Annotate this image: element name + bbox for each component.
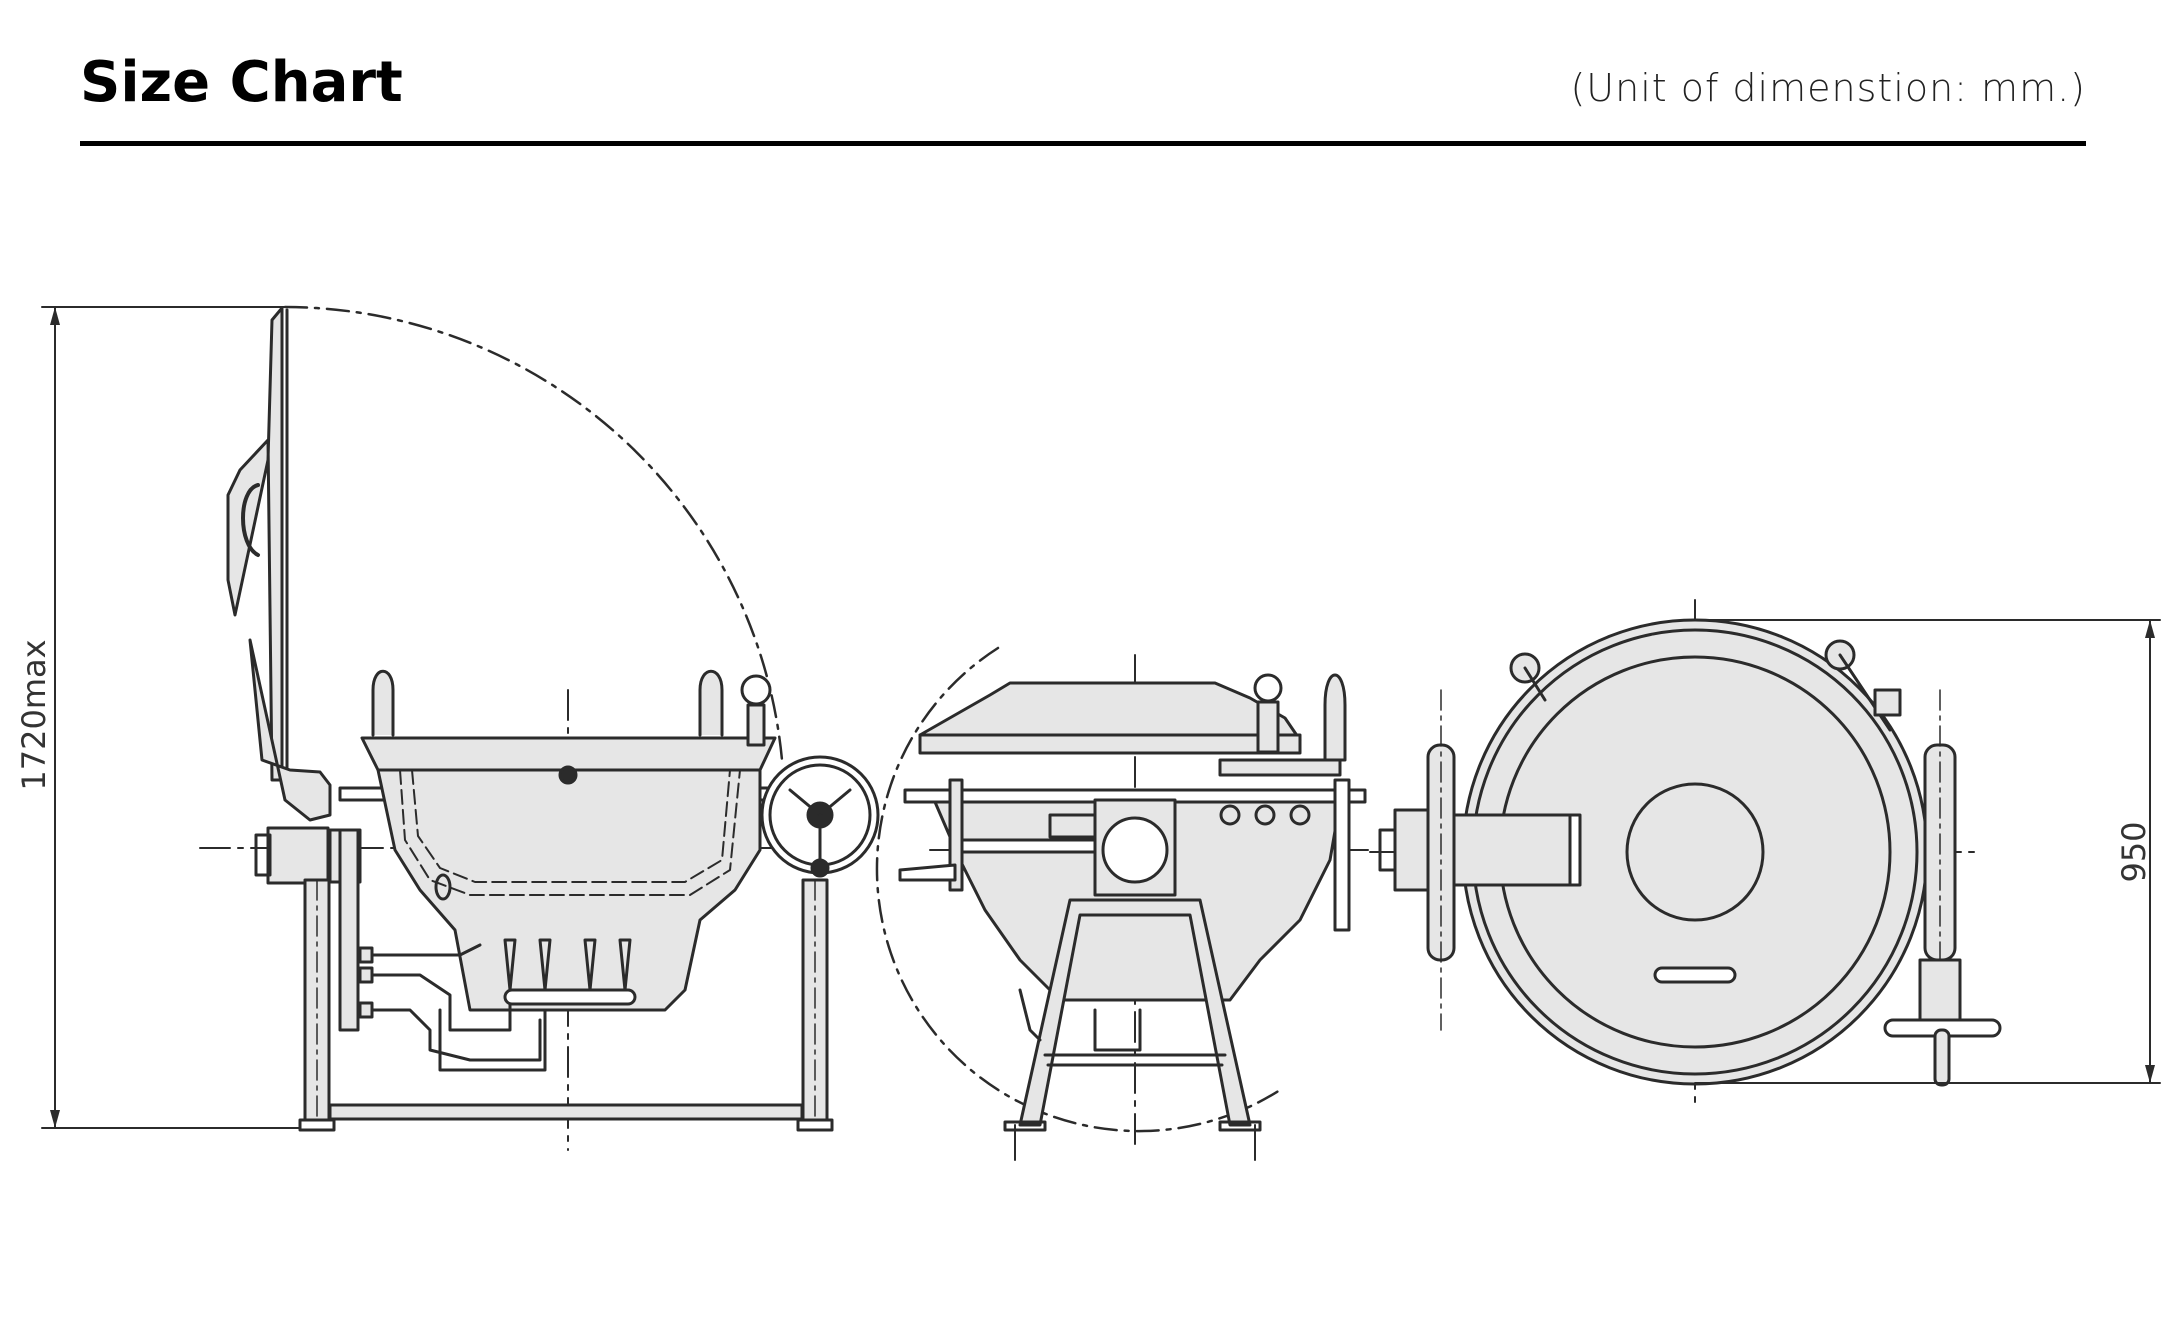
width-dimension-label: 950 bbox=[2115, 821, 2153, 882]
front-view bbox=[875, 646, 1371, 1161]
header: Size Chart (Unit of dimenstion: mm.) bbox=[80, 55, 2086, 145]
top-view bbox=[1369, 599, 2002, 1111]
side-view-lid-open bbox=[199, 305, 880, 1151]
page-title: Size Chart bbox=[80, 50, 403, 115]
unit-note: (Unit of dimenstion: mm.) bbox=[1570, 66, 2086, 110]
width-dimension bbox=[1694, 619, 2161, 1084]
header-rule bbox=[80, 141, 2086, 146]
height-dimension bbox=[41, 306, 321, 1129]
height-dimension-label: 1720max bbox=[15, 639, 53, 790]
